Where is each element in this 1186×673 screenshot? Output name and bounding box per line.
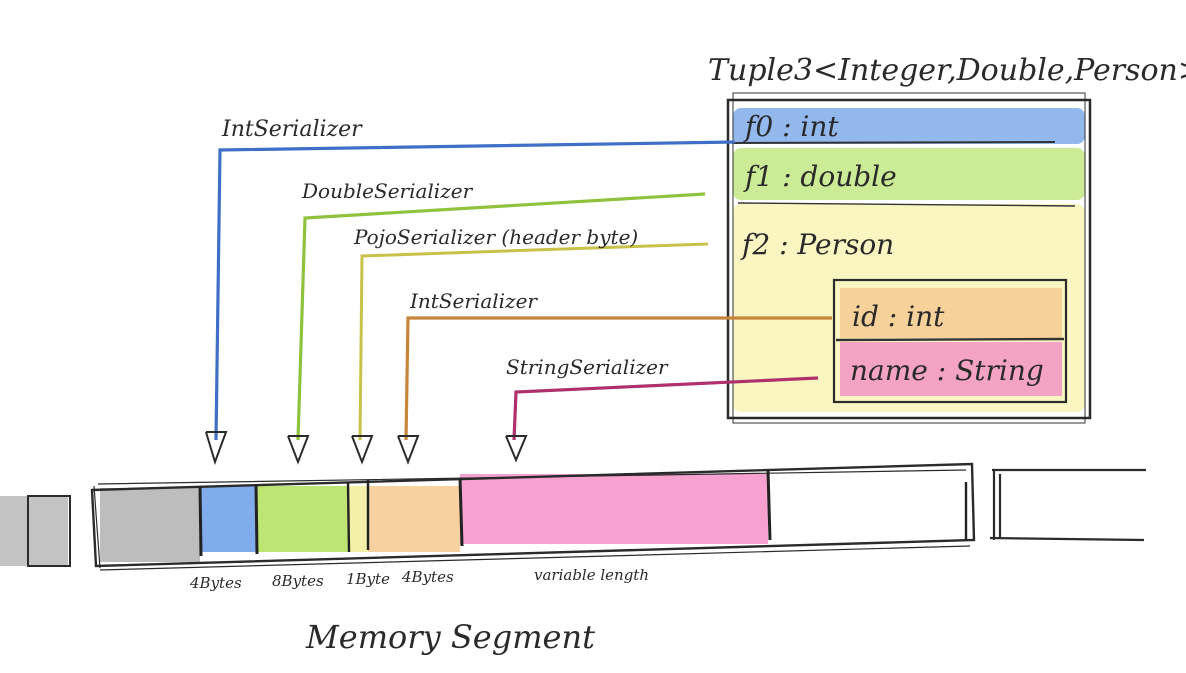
divider-used <box>198 485 203 557</box>
size-label-name: variable length <box>534 566 649 584</box>
size-label-header: 1Byte <box>346 570 390 588</box>
tuple-title: Tuple3<Integer,Double,Person> <box>708 53 1186 88</box>
serializer-arrow-pojo-f2: PojoSerializer (header byte) <box>351 225 709 465</box>
arrow-path <box>296 192 706 441</box>
field-band-f0 <box>733 108 1085 144</box>
segment-f1 <box>256 486 348 552</box>
size-label-id: 4Bytes <box>401 568 454 586</box>
tuple-box: Tuple3<Integer,Double,Person> f0 : int f… <box>708 53 1186 424</box>
tuple-frame <box>726 98 1092 420</box>
field-band-f1 <box>733 148 1085 200</box>
arrow-head <box>505 435 528 463</box>
person-id-label: id : int <box>852 300 945 333</box>
next-segment <box>989 468 1146 542</box>
used-region <box>100 488 200 562</box>
person-box: id : int name : String <box>832 278 1068 404</box>
field-divider-1 <box>731 141 1056 144</box>
field-divider-2 <box>737 202 1076 207</box>
arrow-path <box>404 316 832 441</box>
divider-name <box>766 469 772 541</box>
serializer-label: StringSerializer <box>506 355 669 379</box>
divider-f1 <box>346 481 351 553</box>
divider-id <box>458 477 464 547</box>
segment-f0 <box>200 486 256 552</box>
person-band-name <box>840 342 1062 396</box>
serializer-arrow-string-name: StringSerializer <box>505 355 819 463</box>
serializer-label: IntSerializer <box>409 289 538 313</box>
divider-f0 <box>254 483 259 555</box>
person-divider <box>835 337 1065 342</box>
arrow-path <box>214 140 736 441</box>
serializer-label: DoubleSerializer <box>301 179 474 203</box>
person-name-label: name : String <box>850 354 1044 387</box>
previous-segment-frame <box>27 495 71 567</box>
size-label-f0: 4Bytes <box>189 574 242 592</box>
arrow-head <box>351 435 374 465</box>
field-f0-label: f0 : int <box>743 110 839 143</box>
serializer-arrow-int-id: IntSerializer <box>397 289 832 465</box>
memory-caption: Memory Segment <box>305 618 595 656</box>
arrow-head <box>205 431 228 466</box>
size-label-f1: 8Bytes <box>272 572 324 590</box>
serializer-label: PojoSerializer (header byte) <box>353 225 638 249</box>
memory-frame-sketch <box>93 469 971 571</box>
serializer-label: IntSerializer <box>221 117 363 142</box>
person-band-id <box>840 288 1062 338</box>
tuple-frame-sketch <box>732 92 1086 424</box>
serializer-arrow-int-f0: IntSerializer <box>205 117 736 466</box>
field-f1-label: f1 : double <box>743 160 897 193</box>
segment-name <box>460 474 768 544</box>
serializer-arrows: IntSerializer DoubleSerializer PojoSeria… <box>205 117 832 466</box>
arrow-head <box>397 435 420 465</box>
serializer-arrow-double-f1: DoubleSerializer <box>287 179 706 465</box>
segment-id <box>368 486 460 552</box>
person-frame <box>832 278 1068 404</box>
memory-frame <box>90 462 976 568</box>
segment-header <box>348 486 368 552</box>
field-f2-label: f2 : Person <box>740 228 894 261</box>
arrow-path <box>358 242 709 441</box>
memory-segment: 4Bytes 8Bytes 1Byte 4Bytes variable leng… <box>0 462 1146 656</box>
previous-segment <box>0 496 68 566</box>
arrow-head <box>287 435 310 465</box>
arrow-path <box>512 376 819 441</box>
